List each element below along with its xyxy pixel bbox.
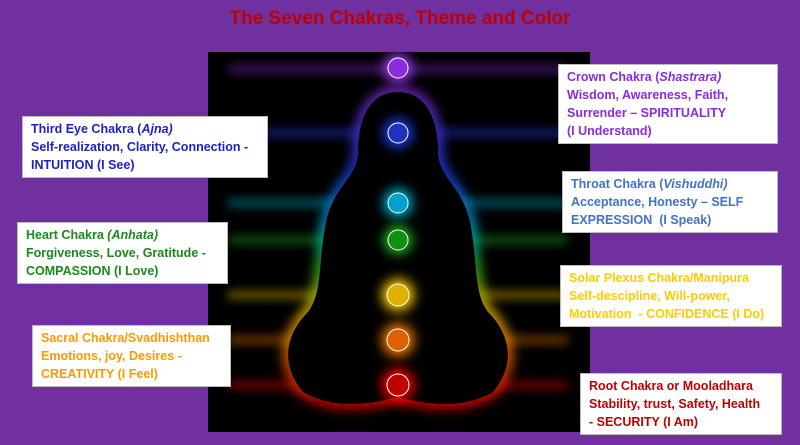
sanskrit-name: Vishuddhi)	[663, 177, 728, 191]
chakra-description: Self-descipline, Will-power,	[569, 289, 731, 303]
chakra-name: Solar Plexus Chakra/Manipura	[569, 271, 749, 285]
chakra-description: Emotions, joy, Desires -	[41, 349, 182, 363]
chakra-affirmation: - SECURITY (I Am)	[589, 415, 699, 429]
sanskrit-name: Shastrara)	[659, 70, 722, 84]
throat-chakra-box: Throat Chakra (Vishuddhi) Acceptance, Ho…	[562, 171, 778, 233]
chakra-name: Third Eye Chakra (	[31, 122, 142, 136]
crown-chakra-box: Crown Chakra (Shastrara) Wisdom, Awarene…	[558, 64, 778, 144]
chakra-name: Root Chakra or Mooladhara	[589, 379, 753, 393]
third-eye-chakra-box: Third Eye Chakra (Ajna) Self-realization…	[22, 116, 268, 178]
heart-chakra-box: Heart Chakra (Anhata) Forgiveness, Love,…	[17, 222, 228, 284]
solar-plexus-chakra-box: Solar Plexus Chakra/Manipura Self-descip…	[560, 265, 782, 327]
chakra-description: Surrender – SPIRITUALITY	[567, 106, 727, 120]
chakra-affirmation: INTUITION (I See)	[31, 158, 135, 172]
meditation-silhouette-image	[208, 52, 590, 432]
page-title: The Seven Chakras, Theme and Color	[229, 8, 571, 29]
chakra-figure	[228, 54, 568, 408]
root-chakra-box: Root Chakra or Mooladhara Stability, tru…	[580, 373, 782, 435]
chakra-affirmation: EXPRESSION (I Speak)	[571, 213, 712, 227]
chakra-description: Acceptance, Honesty – SELF	[571, 195, 744, 209]
chakra-description: Forgiveness, Love, Gratitude -	[26, 246, 206, 260]
chakra-symbols	[382, 54, 414, 401]
chakra-description: Self-realization, Clarity, Connection -	[31, 140, 249, 154]
chakra-name: Crown Chakra (	[567, 70, 660, 84]
chakra-description: Stability, trust, Safety, Health	[589, 397, 761, 411]
chakra-name: Sacral Chakra/Svadhishthan	[41, 331, 210, 345]
chakra-affirmation: COMPASSION (I Love)	[26, 264, 159, 278]
chakra-description: Wisdom, Awareness, Faith,	[567, 88, 729, 102]
sanskrit-name: Ajna)	[141, 122, 173, 136]
chakra-affirmation: Motivation - CONFIDENCE (I Do)	[569, 307, 765, 321]
sacral-chakra-box: Sacral Chakra/Svadhishthan Emotions, joy…	[32, 325, 231, 387]
chakra-affirmation: (I Understand)	[567, 124, 652, 138]
chakra-name: Throat Chakra (	[571, 177, 664, 191]
chakra-name: Heart Chakra	[26, 228, 108, 242]
chakra-affirmation: CREATIVITY (I Feel)	[41, 367, 158, 381]
sanskrit-name: (Anhata)	[107, 228, 158, 242]
